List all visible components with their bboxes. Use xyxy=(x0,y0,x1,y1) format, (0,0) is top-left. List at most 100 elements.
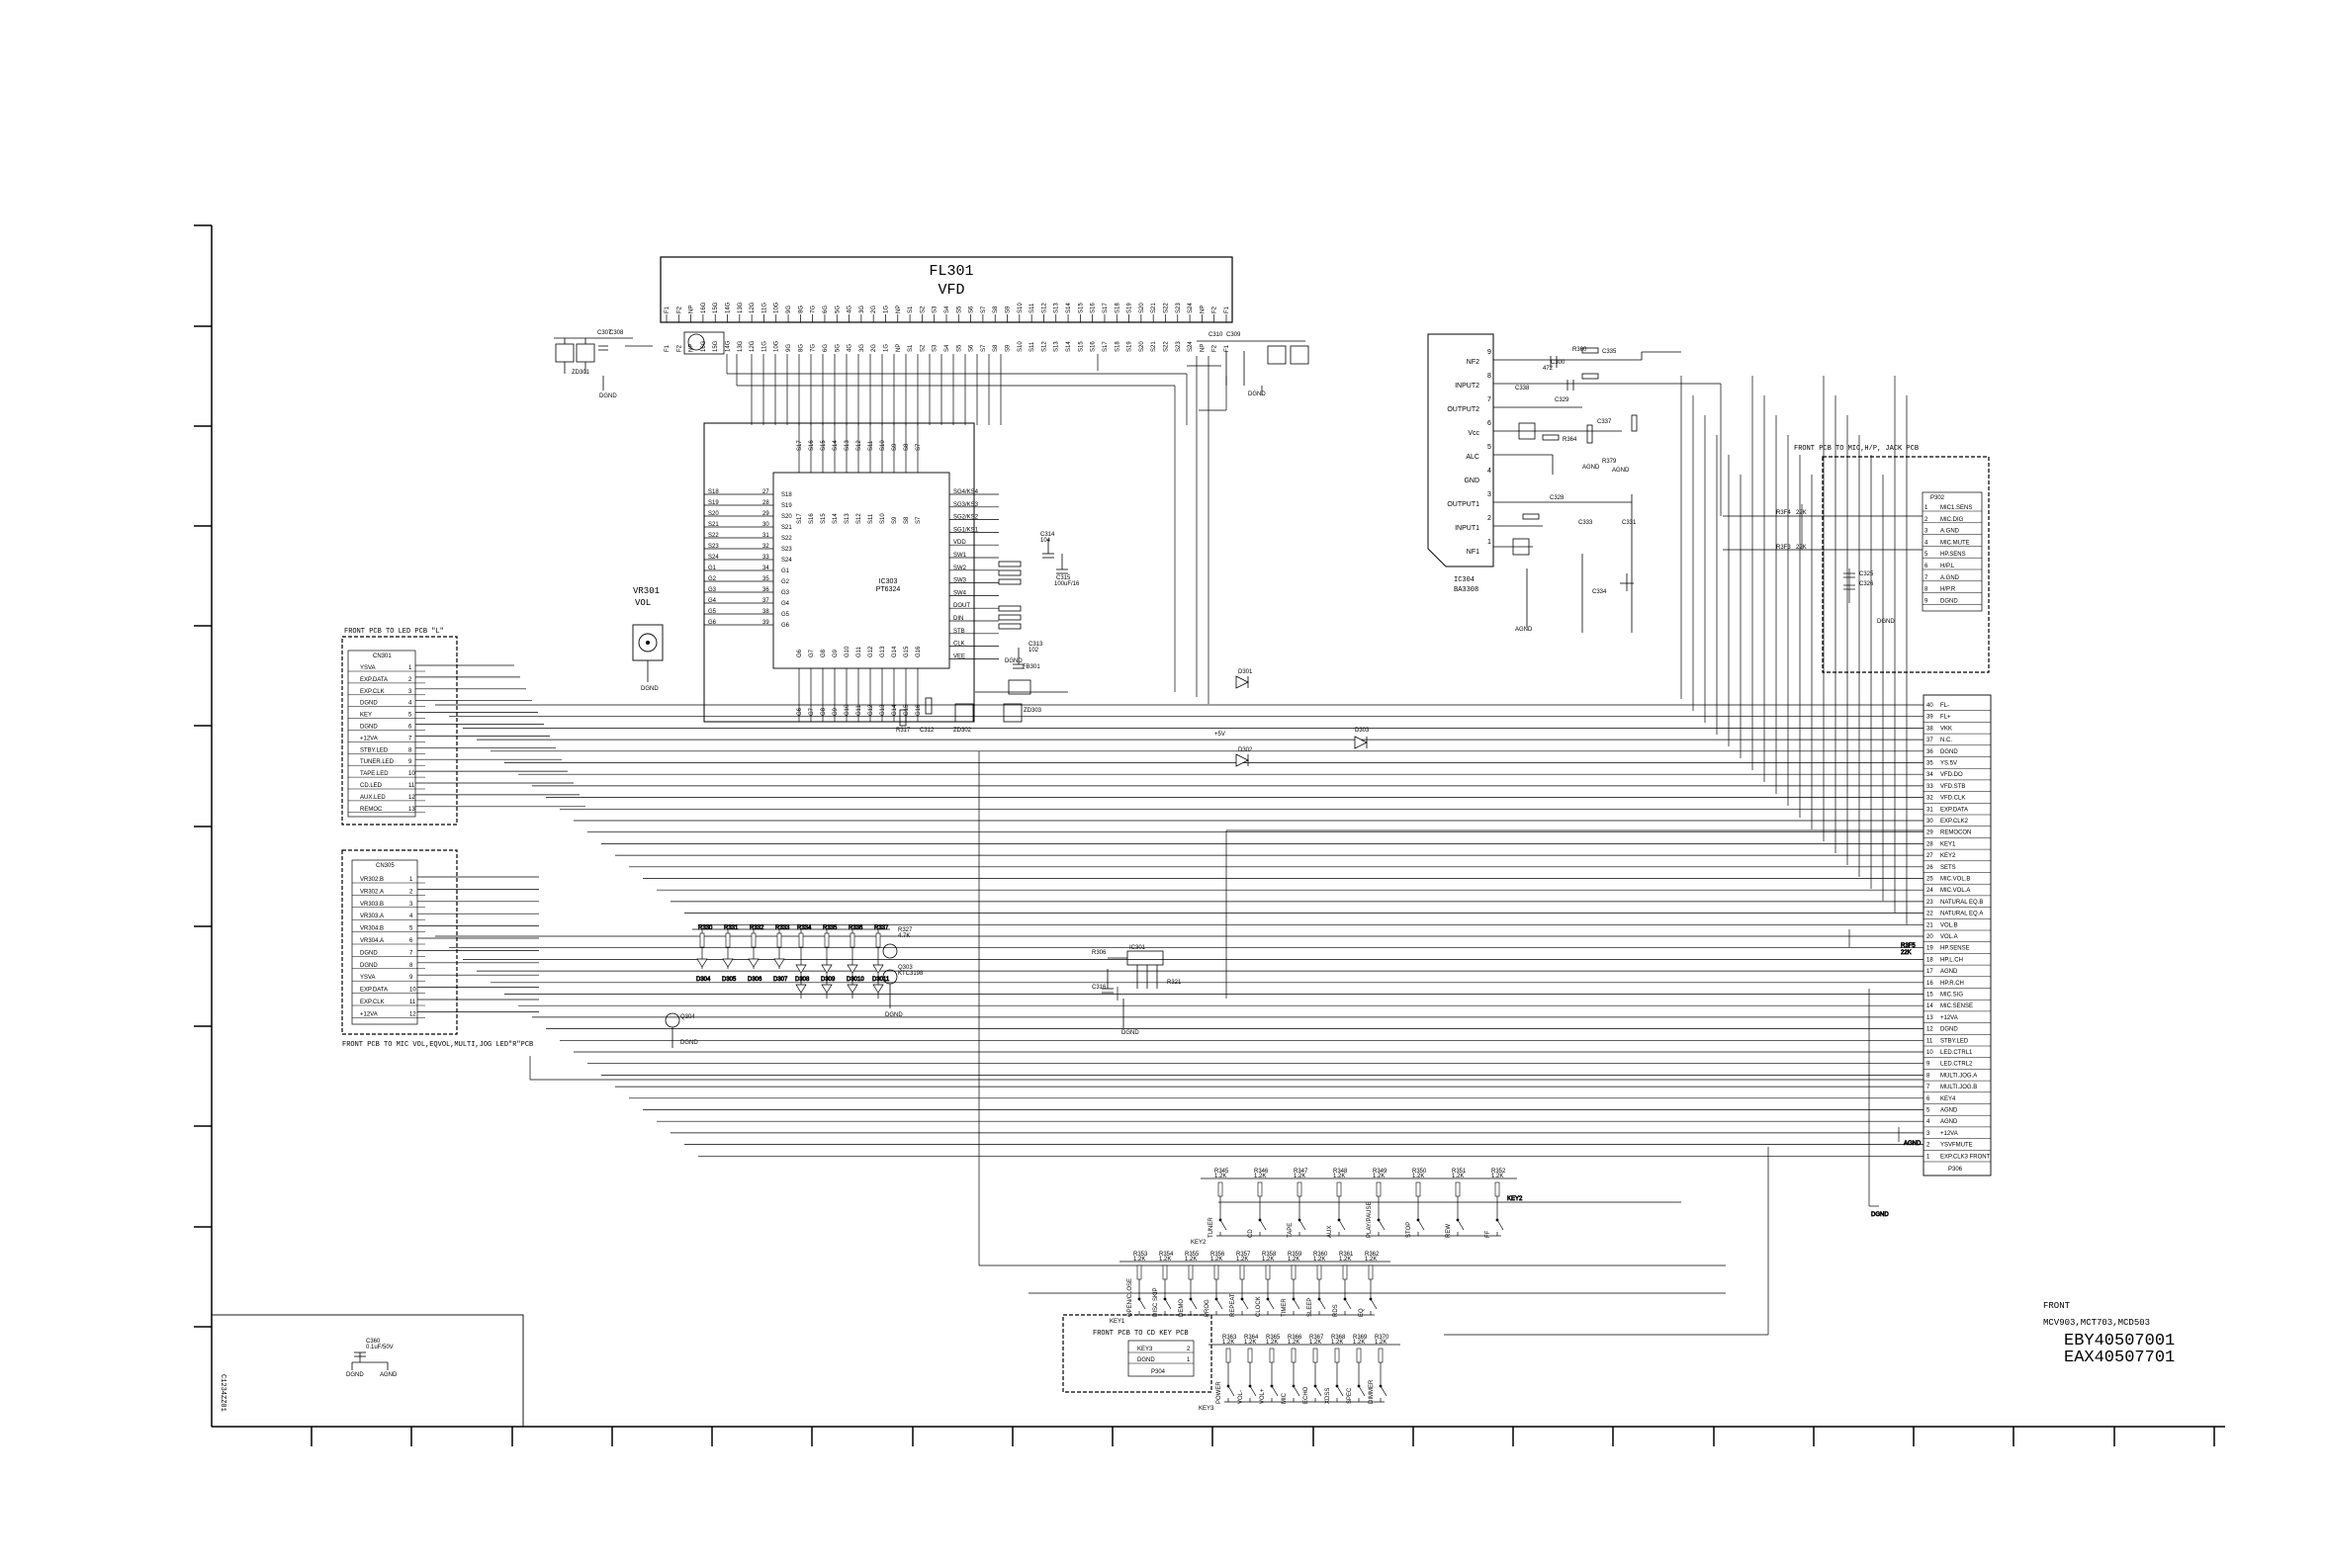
mic-connector-pin: 9 xyxy=(409,975,413,981)
led-resistor-label: R337 xyxy=(874,925,889,931)
svg-text:AGND: AGND xyxy=(1582,465,1600,471)
main-connector-signal: +12VA xyxy=(1940,1015,1958,1021)
ic304-pin-name: ALC xyxy=(1466,454,1479,461)
bottom-left-cap-ref: C360 xyxy=(366,1339,381,1345)
svg-text:C309: C309 xyxy=(1226,332,1241,338)
svg-text:C315: C315 xyxy=(1056,575,1071,581)
svg-text:C312: C312 xyxy=(920,728,935,734)
switch-contact xyxy=(1240,1297,1244,1301)
main-connector-signal: AGND xyxy=(1940,969,1958,975)
led-label: D306 xyxy=(748,977,762,983)
ic303-left-inner-pin: S21 xyxy=(781,525,792,531)
resistor-value: 22K xyxy=(1901,950,1912,956)
main-connector-pin: 23 xyxy=(1926,900,1933,906)
led-connector-pin: 10 xyxy=(408,771,415,777)
main-connector-signal: KEY4 xyxy=(1940,1096,1956,1102)
ic303-right-pin: VEE xyxy=(953,653,965,659)
led-symbol xyxy=(847,984,858,994)
main-connector-signal: YSVFMUTE xyxy=(1940,1143,1973,1149)
ic303-top-inner-pin: S13 xyxy=(845,513,850,524)
svg-text:C314: C314 xyxy=(1040,532,1055,538)
wire xyxy=(1314,1385,1322,1397)
key-resistor-value: 1.2K xyxy=(1313,1257,1325,1263)
main-connector-pin: 7 xyxy=(1926,1085,1930,1090)
svg-text:C335: C335 xyxy=(1602,349,1617,355)
wire xyxy=(1267,1298,1275,1310)
jack-connector-signal: HP.SENS xyxy=(1940,552,1966,558)
main-connector-pin: 35 xyxy=(1926,761,1933,767)
key-switch-label: MIC xyxy=(1282,1392,1288,1404)
ic303-left-pin-num: 37 xyxy=(762,598,769,604)
key-switch-label: DEMO xyxy=(1179,1299,1185,1317)
vfd-pin-label: 16G xyxy=(701,302,707,313)
switch-contact xyxy=(1313,1384,1317,1388)
vfd-pin-label-lower: S11 xyxy=(1029,341,1035,352)
main-connector-pin: 28 xyxy=(1926,841,1933,847)
switch-contact xyxy=(1377,1218,1381,1222)
main-connector-signal: MULTI.JOG.B xyxy=(1940,1085,1977,1090)
key-resistor-label: R370 xyxy=(1375,1335,1389,1341)
led-label: D308 xyxy=(795,977,810,983)
ic303-bottom-pin: G14 xyxy=(892,646,898,657)
vfd-pin-label-lower: F1 xyxy=(665,344,671,352)
svg-text:DGND: DGND xyxy=(1121,1030,1139,1036)
vfd-pin-label-lower: F2 xyxy=(676,344,682,352)
key-resistor-value: 1.2K xyxy=(1222,1340,1234,1346)
main-connector-signal: MULTI.JOG.A xyxy=(1940,1073,1977,1079)
jack-connector-pin: 5 xyxy=(1924,552,1928,558)
main-connector-pin: 25 xyxy=(1926,877,1933,883)
ic303-top-pin: S16 xyxy=(809,440,815,451)
wire xyxy=(1318,1298,1326,1310)
ic303-left-pin-num: 34 xyxy=(762,566,769,571)
key-resistor xyxy=(1239,1264,1245,1280)
led-label: D309 xyxy=(821,977,836,983)
ic303-left-inner-pin: G5 xyxy=(781,612,790,618)
ic303-top-pin: S12 xyxy=(856,440,862,451)
key-switch-label: SPEC xyxy=(1347,1387,1353,1404)
led-array: R330D304R331D305R332D306R333D307R334D308… xyxy=(692,925,890,999)
switch-contact xyxy=(1189,1297,1193,1301)
ic303-right-pin: SW2 xyxy=(953,566,967,571)
main-connector-pin: 13 xyxy=(1926,1015,1933,1021)
wire xyxy=(1338,1219,1346,1231)
led-resistor xyxy=(725,932,731,948)
main-connector-signal: DGND xyxy=(1940,749,1958,755)
vfd-pin-label-lower: 8G xyxy=(798,344,804,352)
svg-text:DGND: DGND xyxy=(641,686,659,692)
led-symbol xyxy=(748,958,760,968)
svg-text:R379: R379 xyxy=(1602,459,1617,465)
svg-text:R321: R321 xyxy=(1167,980,1182,986)
key-resistor xyxy=(1291,1348,1297,1363)
main-connector-pin: 14 xyxy=(1926,1003,1933,1009)
svg-text:DGND: DGND xyxy=(1248,392,1266,397)
ic303-top-pin: S17 xyxy=(797,440,803,451)
led-resistor xyxy=(824,932,830,948)
main-connector-pin: 10 xyxy=(1926,1050,1933,1056)
jack-resistor-value: 22K xyxy=(1796,545,1807,551)
vfd-pin-label: S21 xyxy=(1151,303,1157,313)
ic303-bottom-pin: G15 xyxy=(904,646,910,657)
key-switch-label: STOP xyxy=(1406,1222,1412,1238)
led-resistor-label: R333 xyxy=(775,925,790,931)
switch-contact xyxy=(1270,1384,1274,1388)
ic304-pin-name: INPUT2 xyxy=(1455,383,1479,390)
vfd-pin-label: S20 xyxy=(1139,303,1145,313)
vfd-pin-label-lower: S23 xyxy=(1176,341,1182,352)
mic-connector-pin: 6 xyxy=(409,938,413,944)
key-resistor-value: 1.2K xyxy=(1262,1257,1274,1263)
svg-text:C313: C313 xyxy=(1029,642,1043,648)
title-models: MCV903,MCT703,MCD503 xyxy=(2043,1318,2150,1328)
ic303-left-pin: S20 xyxy=(708,511,719,517)
ic303-left-inner-pin: S18 xyxy=(781,492,792,498)
key-resistor-value: 1.2K xyxy=(1185,1257,1197,1263)
mic-connector-pin: 4 xyxy=(409,914,413,919)
vfd-pin-label-lower: 16G xyxy=(701,340,707,352)
vfd-pin-label-lower: 4G xyxy=(848,344,853,352)
vfd-pin-label: S9 xyxy=(1006,305,1012,313)
vfd-to-ic303-wires xyxy=(726,354,1227,704)
ic303-bottom-pin: G13 xyxy=(880,646,886,657)
key-resistor xyxy=(1162,1264,1168,1280)
ic303-bottom-pin: G8 xyxy=(821,649,827,657)
